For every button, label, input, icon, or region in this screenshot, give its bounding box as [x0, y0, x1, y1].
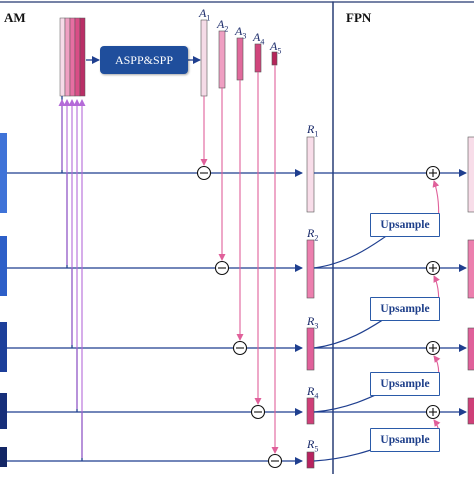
output-map-3	[467, 327, 474, 371]
upsample-block-2: Upsample	[370, 297, 440, 321]
fpn-panel-border	[332, 1, 474, 479]
attention-map-a2	[218, 30, 226, 89]
fusion-node-bars	[200, 172, 279, 462]
output-map-1	[467, 136, 474, 213]
refined-map-r3	[306, 327, 315, 371]
attention-arrows	[200, 65, 279, 454]
fpn-lateral-lines	[314, 169, 467, 416]
fusion-nodes	[196, 165, 283, 469]
aspp-spp-block: ASPP&SPP	[100, 46, 188, 74]
upsample-block-3: Upsample	[370, 372, 440, 396]
upsample-block-4: Upsample	[370, 428, 440, 452]
attention-map-a1	[200, 19, 208, 97]
attention-label-a5: A5	[270, 39, 282, 56]
backbone-feature-3	[0, 322, 7, 372]
backbone-feature-2	[0, 236, 7, 296]
upsample-block-1: Upsample	[370, 213, 440, 237]
output-map-4	[467, 397, 474, 425]
refined-map-r2	[306, 239, 315, 299]
concat-feature-stack	[59, 17, 86, 97]
backbone-feature-4	[0, 393, 7, 429]
upsample-curves	[313, 227, 401, 462]
refined-map-r4	[306, 397, 315, 425]
output-map-2	[467, 239, 474, 299]
attention-label-a4: A4	[253, 30, 265, 47]
attention-label-a1: A1	[199, 6, 211, 23]
refined-label-r3: R3	[307, 314, 319, 331]
attention-map-a3	[236, 37, 244, 81]
fpn-add-node-crosses	[429, 169, 437, 416]
refined-label-r4: R4	[307, 384, 319, 401]
attention-map-a4	[254, 43, 262, 73]
refined-label-r5: R5	[307, 437, 319, 454]
refined-label-r2: R2	[307, 226, 319, 243]
backbone-feature-5	[0, 447, 7, 467]
refined-map-r1	[306, 136, 315, 213]
refined-map-r5	[306, 451, 315, 469]
refined-label-r1: R1	[307, 122, 319, 139]
fpn-panel-title: FPN	[346, 10, 372, 25]
attention-label-a2: A2	[217, 17, 229, 34]
stack-input-arrows	[58, 99, 86, 458]
backbone-feature-1	[0, 133, 7, 213]
attention-label-a3: A3	[235, 24, 247, 41]
am-panel-title: AM	[4, 10, 26, 25]
